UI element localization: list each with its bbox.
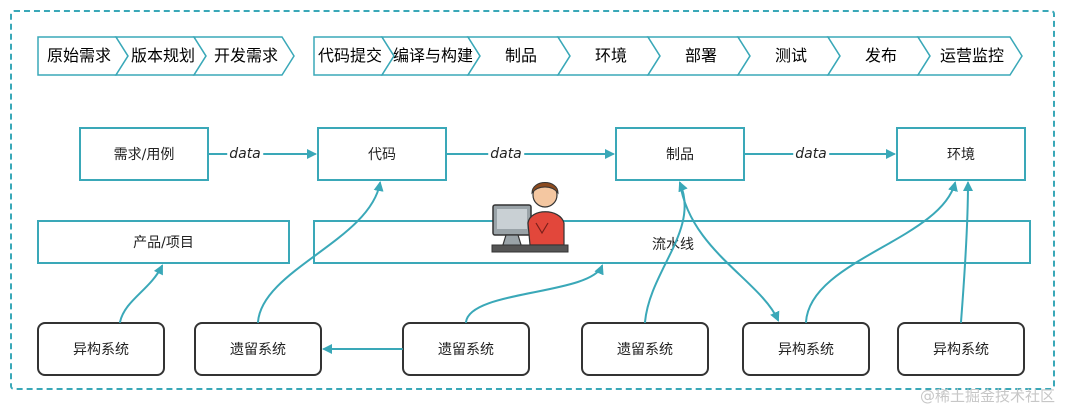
arrow-legacy1-to-code xyxy=(257,181,384,323)
edge-label-data-3: data xyxy=(793,146,829,162)
code-box: 代码 xyxy=(317,127,447,181)
chevron-step-label: 发布 xyxy=(865,46,897,65)
chevron-step xyxy=(192,36,295,76)
requirement-chevron-row: 原始需求 版本规划开发需求 xyxy=(37,36,295,76)
pipeline-label: 流水线 xyxy=(652,237,694,253)
edge-label-data-2: data xyxy=(488,146,524,162)
heterogeneous-system-2: 异构系统 xyxy=(742,322,870,376)
product-project-box: 产品/项目 xyxy=(37,220,290,264)
system-label: 遗留系统 xyxy=(438,342,494,358)
arrow-hetero3-to-env xyxy=(960,181,973,323)
watermark: @稀土掘金技术社区 xyxy=(919,387,1055,405)
legacy-system-1: 遗留系统 xyxy=(194,322,322,376)
edge-label-data-1: data xyxy=(227,146,263,162)
chevron-step-label: 代码提交 xyxy=(318,46,382,65)
chevron-step-label: 环境 xyxy=(595,46,627,65)
chevron-step-label: 制品 xyxy=(505,46,537,65)
arrow-legacy2-to-pipeline xyxy=(465,264,604,323)
legacy-system-2: 遗留系统 xyxy=(402,322,530,376)
heterogeneous-system-3: 异构系统 xyxy=(897,322,1025,376)
environment-box: 环境 xyxy=(896,127,1026,181)
chevron-step-label: 原始需求 xyxy=(47,46,111,65)
chevron-step-label: 运营监控 xyxy=(940,46,1004,65)
heterogeneous-system-1: 异构系统 xyxy=(37,322,165,376)
legacy-system-3: 遗留系统 xyxy=(581,322,709,376)
chevron-step xyxy=(916,36,1023,76)
chevron-step-label: 测试 xyxy=(775,46,807,65)
diagram-frame xyxy=(10,10,1055,390)
developer-at-computer-icon xyxy=(491,182,569,253)
system-label: 遗留系统 xyxy=(617,342,673,358)
arrow-system1-to-product xyxy=(119,264,163,323)
chevron-step-label: 编译与构建 xyxy=(393,46,473,65)
system-label: 遗留系统 xyxy=(230,342,286,358)
arrow-artifact-to-hetero2 xyxy=(679,182,780,322)
chevron-step-label: 部署 xyxy=(685,46,717,65)
pipeline-box: 流水线 xyxy=(313,220,1031,264)
system-label: 异构系统 xyxy=(933,342,989,358)
arrow-hetero2-to-env xyxy=(805,181,958,323)
chevron-step-label: 开发需求 xyxy=(214,46,278,65)
arrow-legacy3-to-artifact xyxy=(644,181,688,323)
delivery-chevron-row: 代码提交编译与构建 制品 环境 部署 测试 发布 运营监控 xyxy=(313,36,1023,76)
artifact-box: 制品 xyxy=(615,127,745,181)
system-label: 异构系统 xyxy=(778,342,834,358)
requirement-box: 需求/用例 xyxy=(79,127,209,181)
chevron-step-label: 版本规划 xyxy=(131,46,195,65)
system-label: 异构系统 xyxy=(73,342,129,358)
